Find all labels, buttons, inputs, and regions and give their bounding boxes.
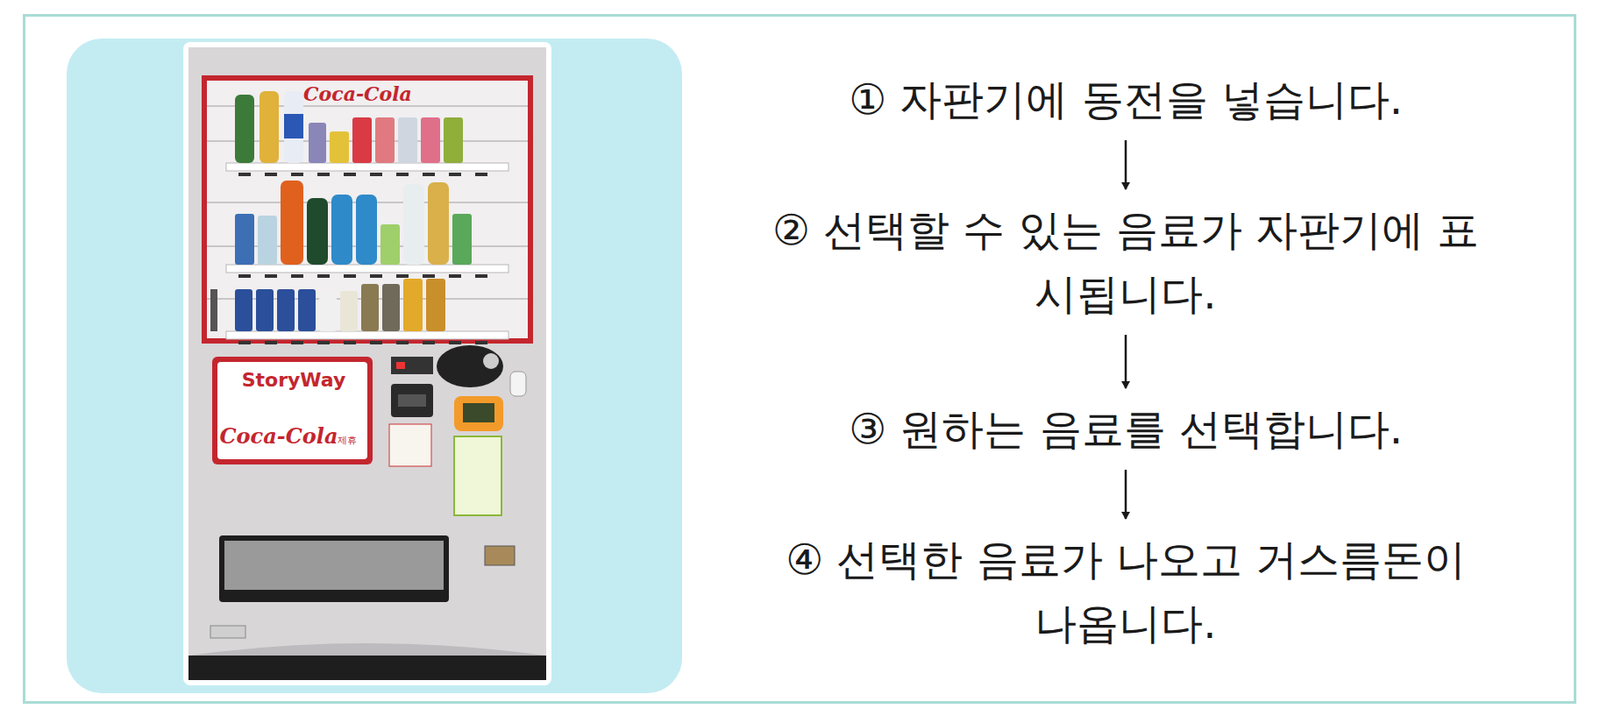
machine-body [188,47,547,681]
step-box: ② 선택할 수 있는 음료가 자판기에 표시됩니다. [766,198,1486,327]
flow-arrow [1124,140,1128,190]
step-text: ① 자판기에 동전을 넣습니다. [766,67,1486,132]
step-box: ④ 선택한 음료가 나오고 거스름돈이 나옵니다. [766,527,1486,656]
brand-panel-title: StoryWay [241,369,347,392]
photo-border [183,42,552,686]
brand-logo: Coca-Cola [219,423,338,449]
window [206,80,528,339]
step-box: ③ 원하는 음료를 선택합니다. [766,397,1486,462]
brand-logo: Coca-Cola [303,82,413,106]
flow-arrow [1124,469,1128,520]
flow-arrow [1124,334,1128,389]
photo-panel [66,38,683,694]
step-box: ① 자판기에 동전을 넣습니다. [766,67,1486,132]
partner-note: 제휴 [337,433,357,448]
step-text: ③ 원하는 음료를 선택합니다. [766,397,1486,462]
step-text: ④ 선택한 음료가 나오고 거스름돈이 나옵니다. [766,527,1486,656]
step-text: ② 선택할 수 있는 음료가 자판기에 표시됩니다. [766,198,1486,327]
window-frame [201,75,534,344]
